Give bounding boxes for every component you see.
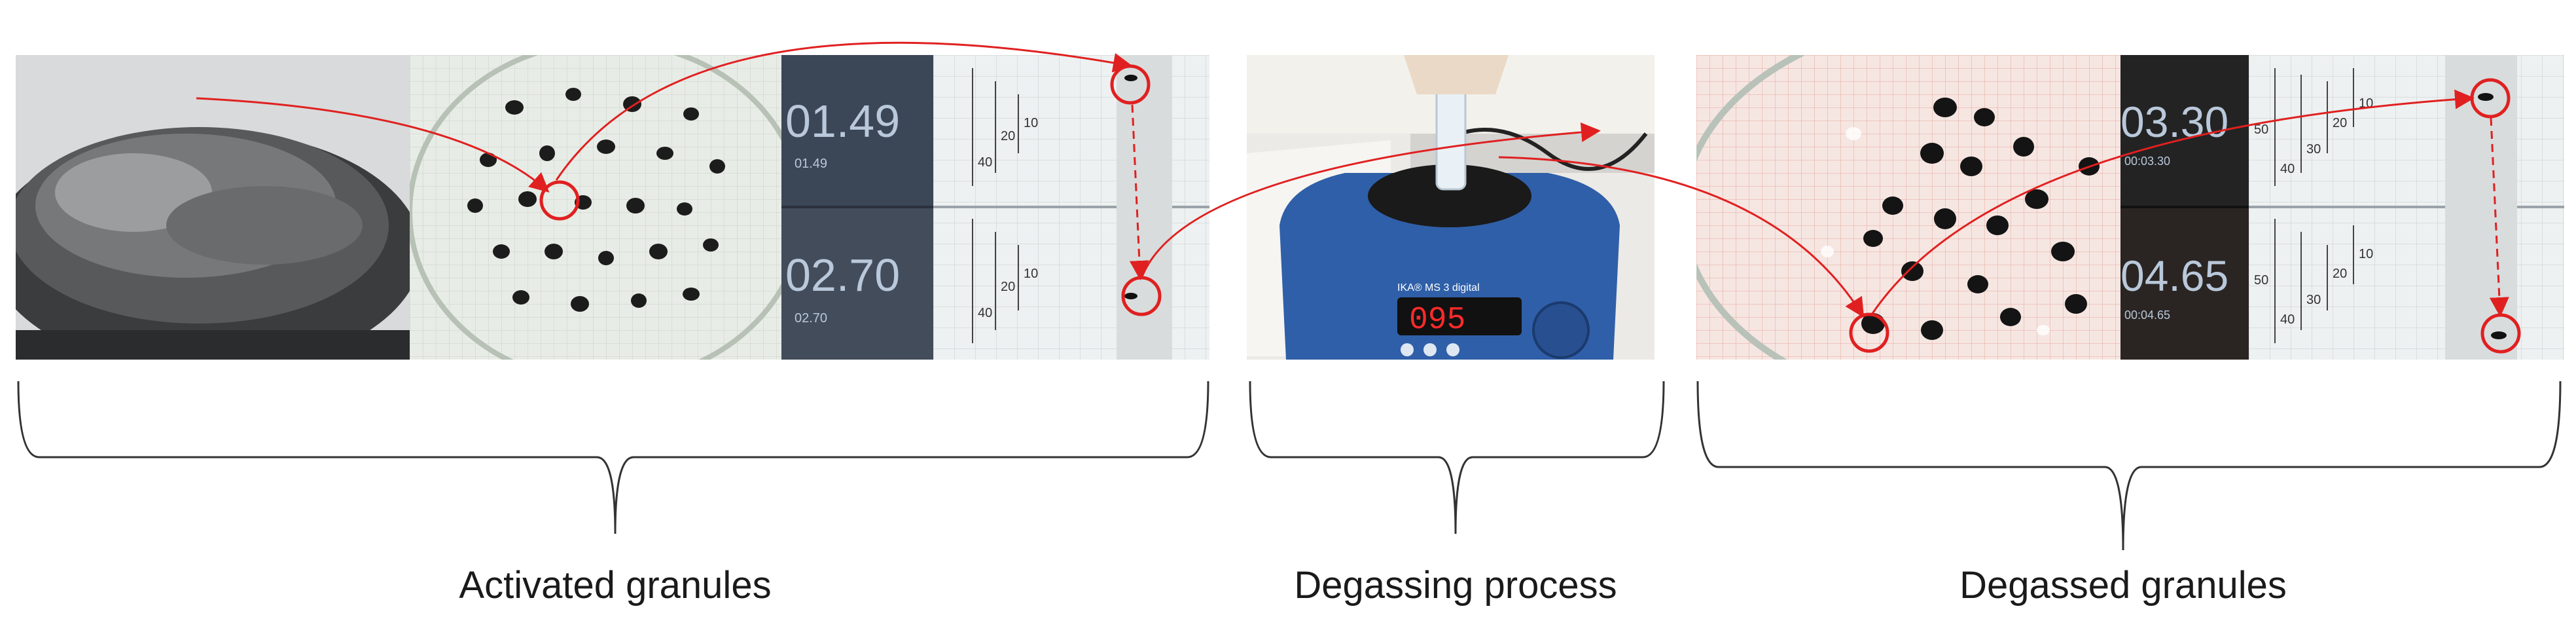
timer-value-large: 02.70 xyxy=(785,250,900,301)
caption-degassed-granules: Degassed granules xyxy=(1959,564,2287,607)
timer-value-small: 01.49 xyxy=(795,157,827,171)
timer-value-small: 00:04.65 xyxy=(2124,308,2170,322)
photo-petri-dish-sludge xyxy=(16,55,410,360)
ruler-tick: 20 xyxy=(2333,116,2347,130)
ruler-tick: 50 xyxy=(2254,122,2268,137)
ruler-tick: 10 xyxy=(1024,267,1038,281)
brace-degassing xyxy=(1249,381,1665,534)
ruler-tick: 20 xyxy=(1001,280,1015,294)
stirrer-brand-label: IKA® MS 3 digital xyxy=(1397,282,1480,293)
photo-degassed-granules-on-grid xyxy=(1696,55,2120,360)
ruler-tick: 30 xyxy=(2306,142,2321,157)
ruler-tick: 40 xyxy=(978,155,992,170)
ruler-tick: 40 xyxy=(2280,162,2295,176)
caption-degassing-process: Degassing process xyxy=(1294,564,1617,607)
timer-value-small: 02.70 xyxy=(795,311,827,326)
timer-value-large: 01.49 xyxy=(785,96,900,147)
ruler-tick: 30 xyxy=(2306,293,2321,307)
ruler-tick: 20 xyxy=(2333,267,2347,281)
timer-value-small: 00:03.30 xyxy=(2124,155,2170,168)
timer-panel-degassed: 03.30 00:03.30 04.65 00:04.65 xyxy=(2120,55,2249,360)
brace-degassed xyxy=(1696,381,2562,551)
ruler-tick: 10 xyxy=(2359,96,2373,111)
ruler-panel-degassed: 10 20 30 40 50 10 20 30 40 50 xyxy=(2249,55,2564,360)
ruler-tick: 50 xyxy=(2254,273,2268,288)
ruler-tick: 20 xyxy=(1001,129,1015,143)
timer-panel-activated: 01.49 01.49 02.70 02.70 xyxy=(781,55,933,360)
ruler-tick: 40 xyxy=(2280,312,2295,327)
timer-value-large: 03.30 xyxy=(2120,98,2228,146)
caption-activated-granules: Activated granules xyxy=(459,564,772,607)
ruler-tick: 40 xyxy=(978,306,992,320)
ruler-panel-activated: 10 20 40 10 20 40 xyxy=(933,55,1209,360)
ruler-tick: 10 xyxy=(1024,116,1038,130)
stirrer-display: 095 xyxy=(1409,303,1465,338)
ruler-tick: 10 xyxy=(2359,247,2373,261)
brace-activated xyxy=(17,381,1209,534)
photo-granules-on-grid xyxy=(410,55,781,360)
photo-magnetic-stirrer: 095 IKA® MS 3 digital xyxy=(1247,55,1655,360)
timer-value-large: 04.65 xyxy=(2120,252,2228,300)
